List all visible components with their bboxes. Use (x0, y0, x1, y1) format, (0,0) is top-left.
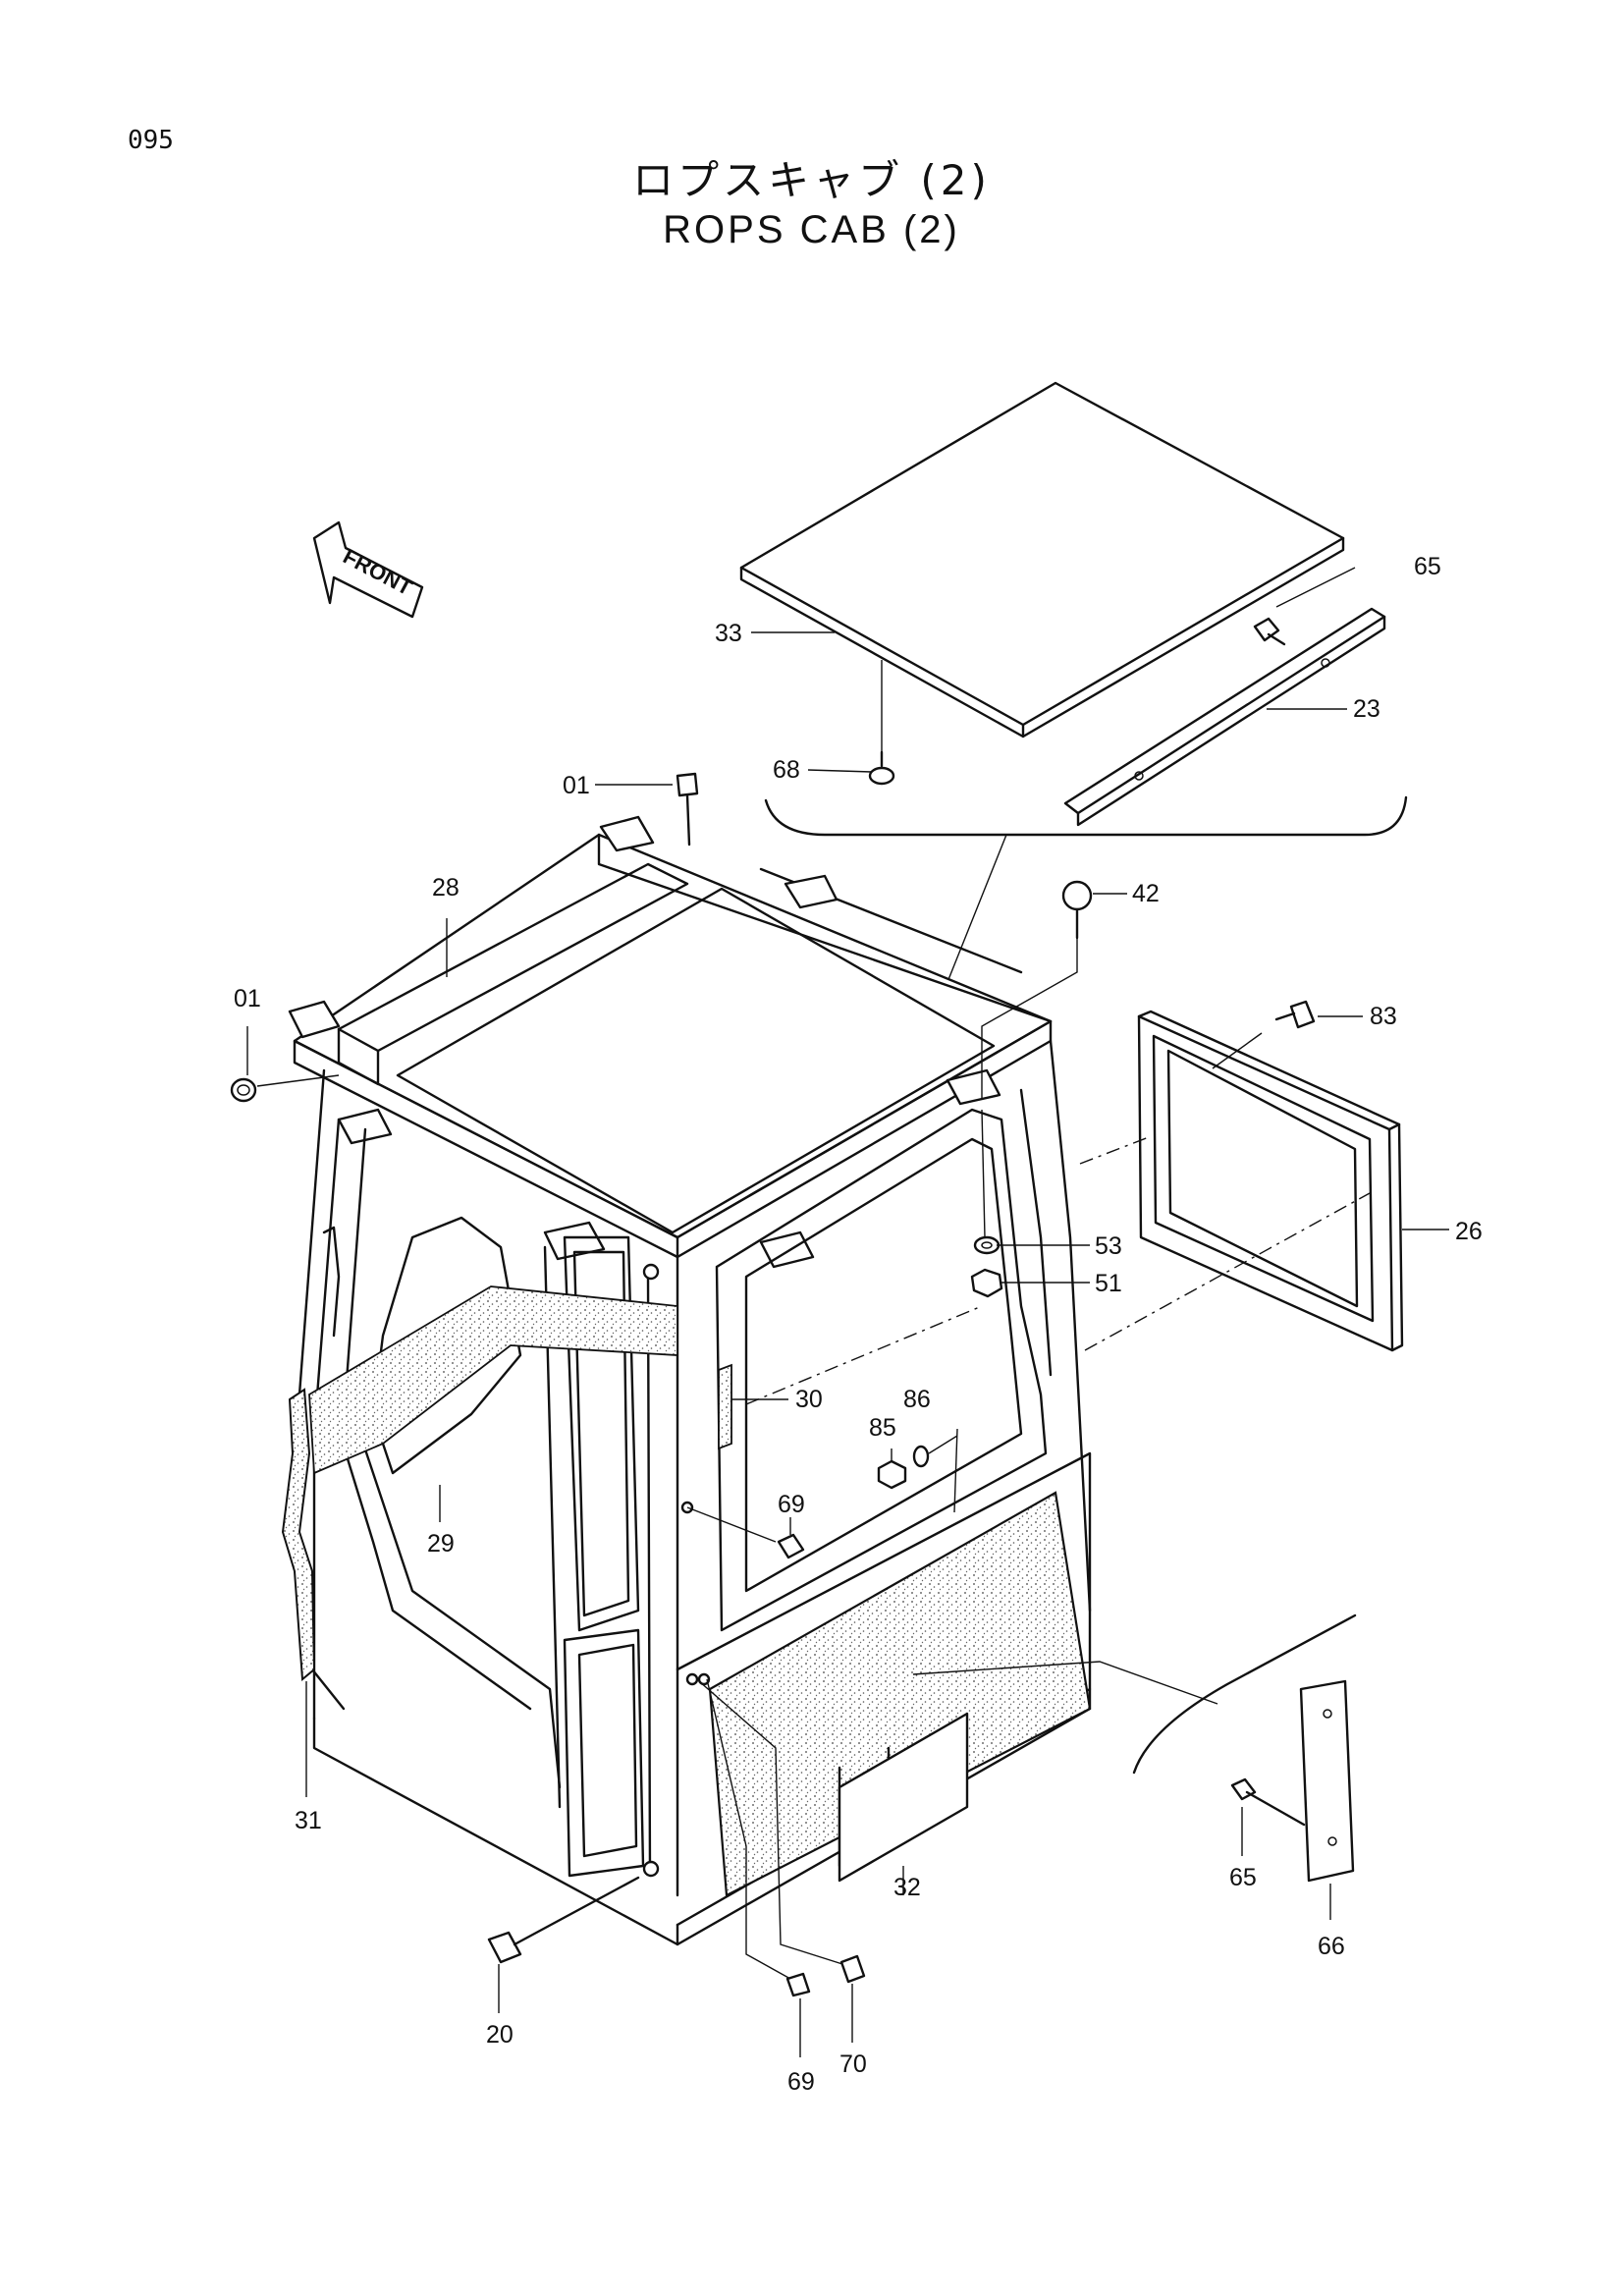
part-69-grommet-upper (686, 1506, 805, 1559)
plate-leader (912, 1661, 1218, 1705)
callout-68: 68 (773, 756, 800, 784)
part-42-eyebolt (981, 880, 1093, 1100)
part-66-plate (1299, 1679, 1355, 1883)
bracket-leader (947, 834, 1007, 983)
part-31-trim-strip (281, 1388, 316, 1682)
part-33-roof-panel (739, 381, 1345, 738)
part-29-insulation-band (308, 1285, 678, 1475)
plate-group-bracket (1132, 1613, 1357, 1775)
callout-32: 32 (893, 1874, 921, 1901)
callout-86: 86 (903, 1386, 931, 1413)
callout-20: 20 (486, 2021, 514, 2049)
page-number: 095 (128, 126, 174, 155)
frame-26-guide-2 (1084, 1192, 1371, 1351)
part-26-window-frame (1137, 1010, 1404, 1352)
part-69-grommet-lower (706, 1678, 811, 1997)
callout-65-top: 65 (1414, 553, 1441, 580)
callout-26: 26 (1455, 1218, 1483, 1245)
callout-01-top: 01 (563, 772, 590, 799)
part-85-nut (877, 1459, 907, 1490)
frame-26-guide-1 (1079, 1136, 1150, 1165)
part-53-washer (973, 1235, 1001, 1255)
callout-labels: 33 68 65 23 01 42 28 01 83 53 26 51 30 8… (234, 553, 1483, 2096)
callout-33: 33 (715, 620, 742, 647)
callout-51: 51 (1095, 1270, 1122, 1297)
part-65-bolt-top (1253, 617, 1286, 646)
part-20-bolt (487, 1876, 640, 1964)
part-01-bolt-left (230, 1074, 340, 1103)
callout-29: 29 (427, 1530, 455, 1558)
callout-53: 53 (1095, 1232, 1122, 1260)
part-01-bolt-top (676, 772, 699, 847)
callout-leaders (246, 567, 1449, 2057)
callout-83: 83 (1370, 1003, 1397, 1030)
front-arrow-icon: FRONT (312, 520, 424, 619)
nut-stack-leader (981, 1109, 986, 1238)
part-68-clip (868, 660, 895, 786)
title-english: ROPS CAB (2) (663, 208, 960, 251)
part-83-bolt (1212, 1000, 1316, 1069)
callout-70: 70 (839, 2050, 867, 2078)
part-70-clip (698, 1680, 866, 1984)
title-japanese: ロプスキャブ (2) (632, 156, 991, 204)
callout-28: 28 (432, 874, 460, 902)
callout-85: 85 (869, 1414, 896, 1442)
part-32-side-panel (708, 1491, 1092, 1897)
part-65-bolt-lower (1230, 1777, 1306, 1827)
callout-69-upper: 69 (778, 1491, 805, 1518)
part-51-nut (970, 1268, 1003, 1298)
callout-66: 66 (1318, 1933, 1345, 1960)
callout-69-lower: 69 (787, 2068, 815, 2096)
callout-65-lower: 65 (1229, 1864, 1257, 1891)
callout-30: 30 (795, 1386, 823, 1413)
part-30-insulation-strip (718, 1363, 732, 1450)
cab-frame (288, 815, 1092, 1946)
callout-42: 42 (1132, 880, 1160, 907)
part-86-washer (912, 1428, 958, 1513)
exploded-group-bracket (764, 795, 1408, 837)
callout-01-left: 01 (234, 985, 261, 1012)
callout-23: 23 (1353, 695, 1380, 723)
part-23-rail (1063, 607, 1386, 827)
callout-31: 31 (295, 1807, 322, 1834)
